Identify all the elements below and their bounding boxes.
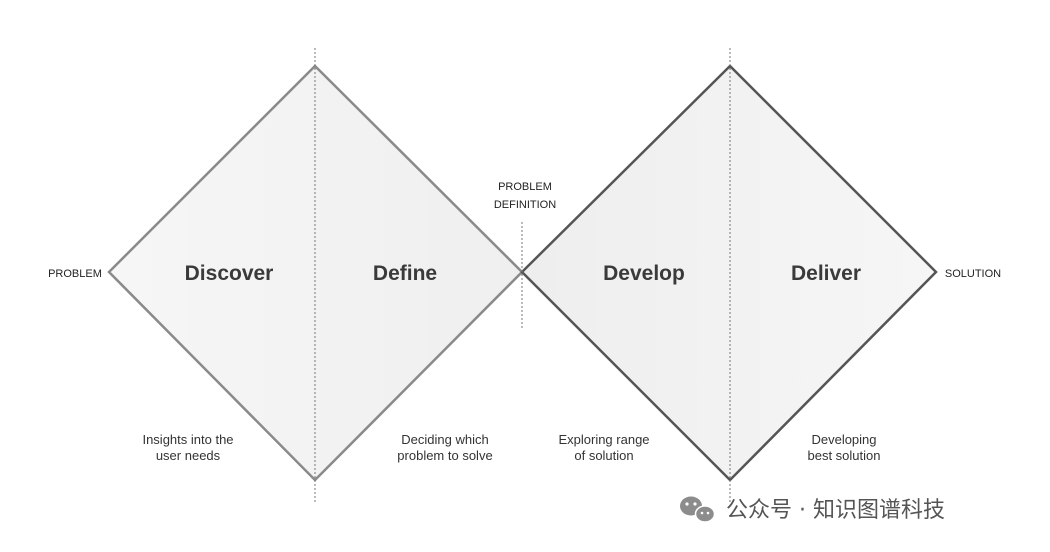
middle-label-line2: DEFINITION xyxy=(494,199,556,211)
watermark-text: 公众号 · 知识图谱科技 xyxy=(726,498,945,523)
phase-desc-define-line2: problem to solve xyxy=(397,448,492,463)
phase-title-define: Define xyxy=(373,262,437,285)
end-label: SOLUTION xyxy=(945,268,1001,280)
start-label: PROBLEM xyxy=(48,268,102,280)
phase-desc-discover-line1: Insights into the xyxy=(142,432,233,447)
wechat-icon xyxy=(680,496,716,523)
phase-desc-develop-line2: of solution xyxy=(574,448,633,463)
phase-title-discover: Discover xyxy=(185,262,274,285)
phase-title-deliver: Deliver xyxy=(791,262,861,285)
phase-desc-develop-line1: Exploring range xyxy=(558,432,649,447)
phase-desc-discover-line2: user needs xyxy=(156,448,221,463)
phase-desc-define-line1: Deciding which xyxy=(401,432,488,447)
middle-label-line1: PROBLEM xyxy=(498,181,552,193)
phase-desc-deliver-line2: best solution xyxy=(808,448,881,463)
phase-desc-deliver-line1: Developing xyxy=(811,432,876,447)
right-diamond xyxy=(520,64,938,482)
phase-title-develop: Develop xyxy=(603,262,685,285)
